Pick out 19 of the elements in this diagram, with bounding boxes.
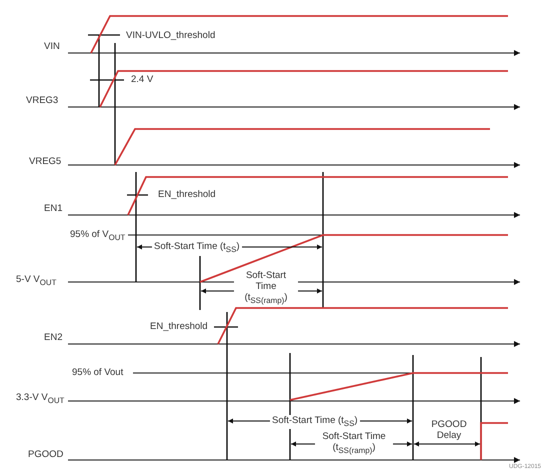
time-label: Soft-Start Time (t$_{SS(ramp)}$) (234, 270, 298, 306)
time-label: PGOOD Delay (429, 419, 469, 441)
signal-label: PGOOD (28, 449, 64, 460)
threshold-label: EN_threshold (158, 189, 216, 200)
signal-label: 5-V V$_{OUT}$ (16, 274, 56, 288)
signal-label: 3.3-V V$_{OUT}$ (16, 392, 64, 406)
time-label: Soft-Start Time (t$_{SS}$) (152, 241, 242, 255)
signal-label: EN2 (44, 332, 62, 343)
level-label: 95% of V$_{OUT}$ (68, 229, 128, 243)
time-label: Soft-Start Time (t$_{SS}$) (270, 415, 360, 429)
signal-label: VREG5 (29, 156, 62, 167)
threshold-label: EN_threshold (150, 321, 208, 332)
time-label: Soft-Start Time (t$_{SS(ramp)}$) (315, 431, 393, 456)
signal-label: VREG3 (26, 95, 58, 106)
threshold-label: 2.4 V (131, 74, 154, 85)
level-label: 95% of Vout (70, 367, 126, 378)
threshold-label: VIN-UVLO_threshold (126, 30, 216, 41)
signal-label: EN1 (44, 203, 62, 214)
signal-label: VIN (44, 41, 60, 52)
